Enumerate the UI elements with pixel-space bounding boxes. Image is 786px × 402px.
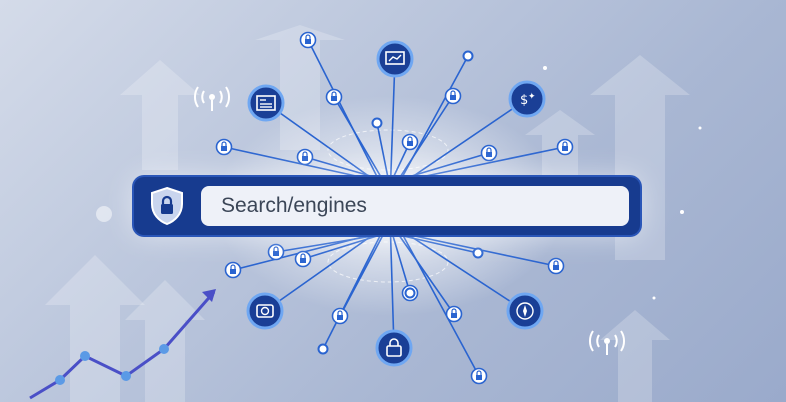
terminal-dot [371,117,383,129]
terminal-dot [462,50,474,62]
svg-text:$: $ [520,93,528,108]
padlock-icon [375,329,413,367]
lock-node-icon [325,88,343,106]
feature-nodes: $ ✦ [246,40,546,367]
document-list-icon [247,84,285,122]
lock-node-icon [401,133,419,151]
compass-icon [506,292,544,330]
connector-line [307,39,379,179]
lock-node-icon [294,250,312,268]
bg-arrow [45,255,145,402]
trend-point [121,371,131,381]
lock-node-icon [267,243,285,261]
trend-point [55,375,65,385]
connector-line [398,235,455,315]
lock-node-icon [296,148,314,166]
search-bar: Search/engines [134,177,640,235]
connector-line [404,152,490,179]
trend-chart [29,289,216,400]
monitor-chart-icon [376,40,414,78]
wifi-signal-icon [588,330,626,355]
connector-line [398,95,454,179]
connector-line [410,98,528,179]
connector-line [264,235,372,312]
shield-lock-icon [144,183,190,229]
lock-node-icon [480,144,498,162]
connector-line [265,102,372,179]
lock-node-icon [556,138,574,156]
lock-node-icon [445,305,463,323]
connector-line [416,146,566,179]
connector-line [275,235,374,253]
bg-arrow [600,310,670,402]
connector-line [402,235,480,377]
connector-line [409,235,526,312]
bg-arrow [120,60,200,170]
connector-line [333,96,383,179]
lock-node-icon [470,367,488,385]
connector-line [304,156,378,179]
bg-arrow [255,25,345,150]
lock-node-icon [444,87,462,105]
wifi-signal-icon [193,86,231,111]
lock-node-icon [215,138,233,156]
search-input-value: Search/engines [221,194,367,217]
connector-line [392,235,411,294]
terminal-dot [404,287,416,299]
lock-node-icon [331,307,349,325]
terminal-dots [317,50,484,355]
terminal-dot [317,343,329,355]
svg-text:✦: ✦ [528,92,536,102]
search-input[interactable]: Search/engines [201,186,629,226]
trend-arrow-head [202,289,216,302]
lock-node-icon [547,257,565,275]
connector-line [322,235,381,350]
lock-node-icon [224,261,242,279]
trend-point [80,351,90,361]
terminal-dot [472,247,484,259]
connector-line [376,122,389,179]
lock-node-icon [299,31,317,49]
sparkles [96,66,702,300]
connector-line [403,235,479,254]
money-sparkle-icon: $ ✦ [508,80,546,118]
bg-arrow [125,280,205,402]
connector-line [223,146,366,179]
trend-point [159,344,169,354]
camera-icon [246,292,284,330]
connector-line [414,235,557,267]
connector-line [389,235,395,349]
connector-line [389,58,396,179]
